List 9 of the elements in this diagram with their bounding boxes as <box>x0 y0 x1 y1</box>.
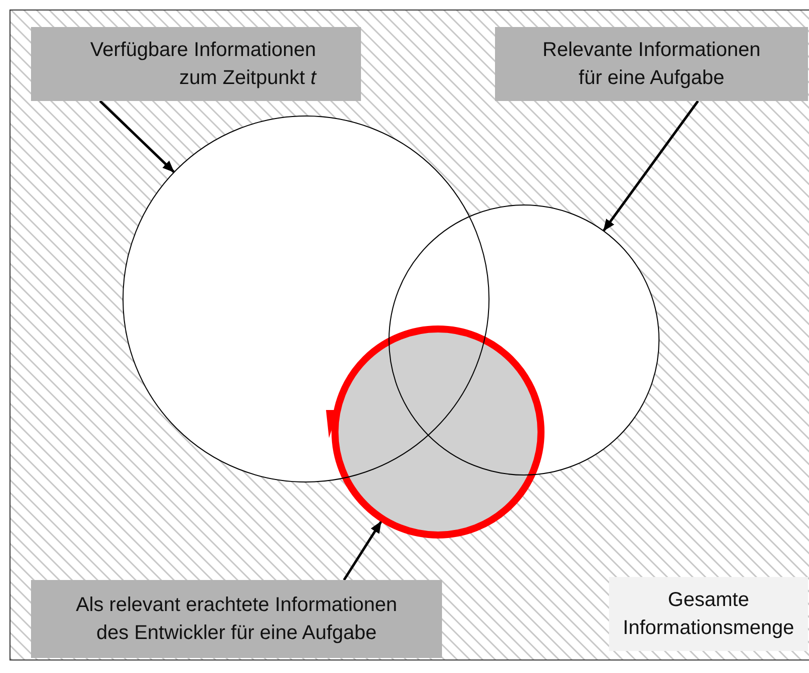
arrow <box>99 100 175 173</box>
label-box: Relevante Informationen für eine Aufgabe <box>495 27 808 101</box>
arrow <box>602 100 700 232</box>
label-box: Verfügbare Informationen zum Zeitpunkt t <box>31 27 361 101</box>
highlighted-circle <box>326 326 544 538</box>
label-box: Gesamte Informationsmenge <box>609 577 808 651</box>
set-circle <box>122 116 490 482</box>
set-circle <box>388 204 660 476</box>
label-box: Als relevant erachtete Informationen des Entwickler für eine Aufgabe <box>31 580 442 658</box>
